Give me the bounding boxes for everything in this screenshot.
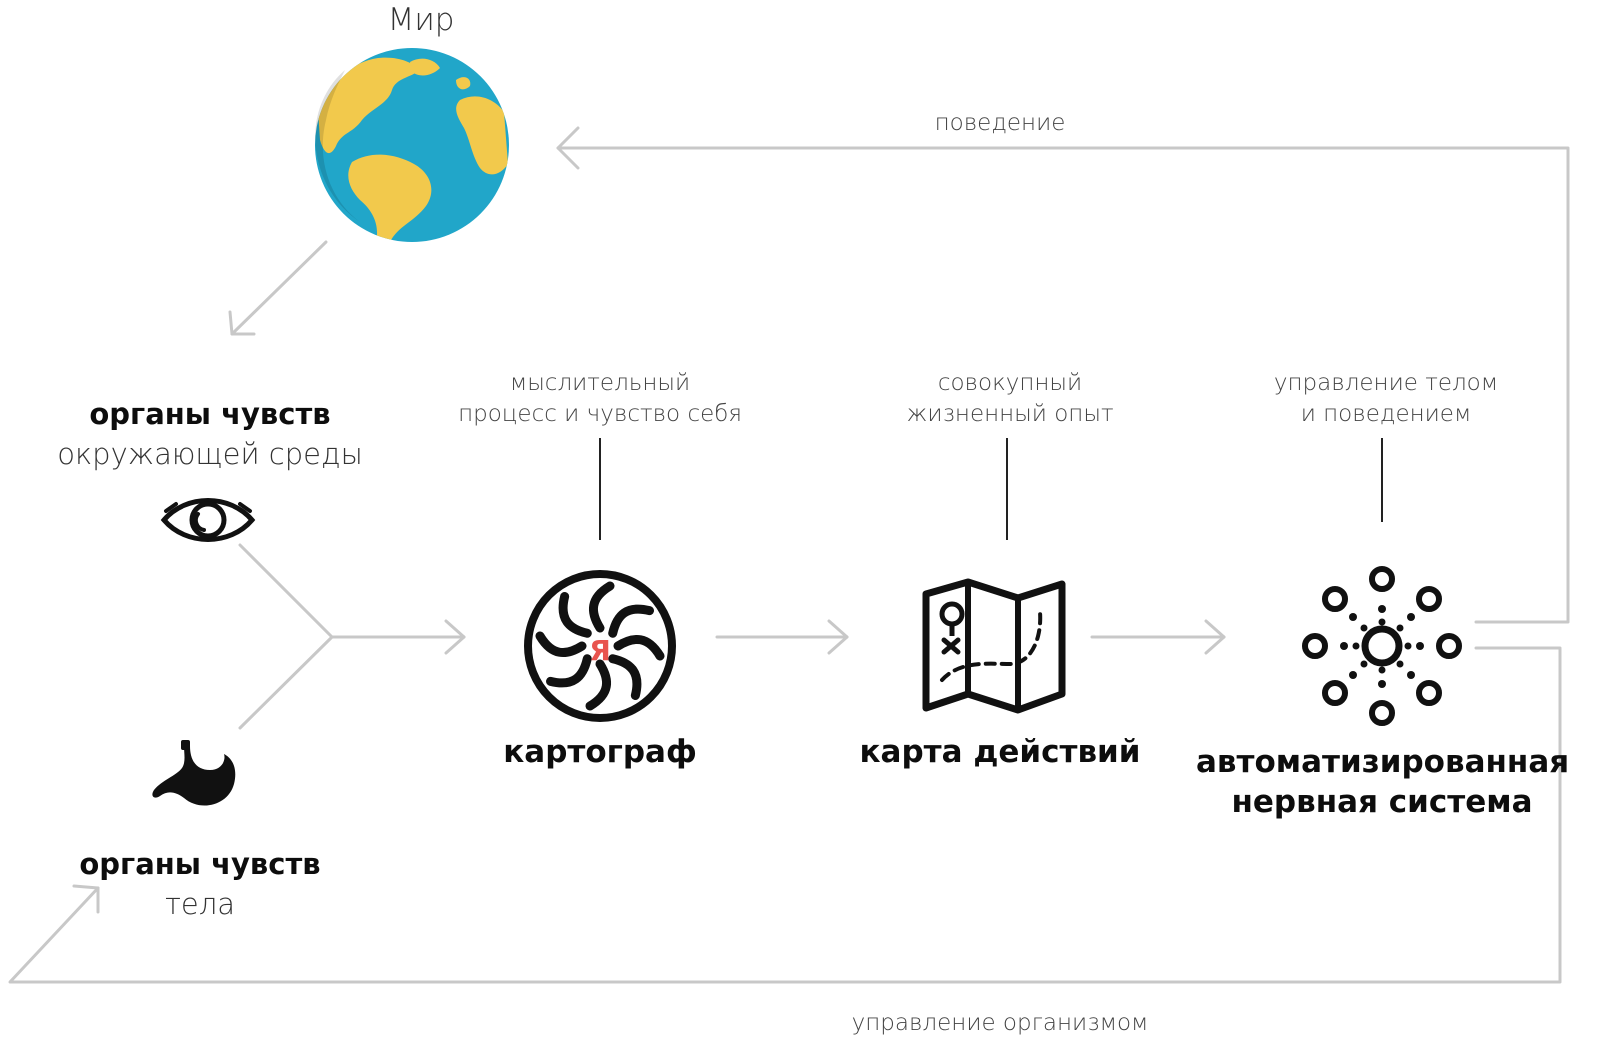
organism-label: управление организмом xyxy=(851,1010,1149,1036)
world-arrowhead xyxy=(228,310,256,336)
globe-icon xyxy=(315,48,509,242)
map-arrowhead xyxy=(827,619,849,655)
action-map-note-line1: совокупный xyxy=(937,370,1083,396)
organism-arrowhead xyxy=(72,884,100,914)
ans-name-line2: нервная система xyxy=(1231,784,1533,820)
action-map-note-line2: жизненный опыт xyxy=(906,401,1114,427)
ans-note-line2: и поведением xyxy=(1300,401,1472,427)
self-badge: Я xyxy=(589,634,611,667)
ans-name-line1: автоматизированная xyxy=(1196,744,1570,780)
stomach-icon xyxy=(152,740,236,806)
action-map-name: карта действий xyxy=(859,734,1141,770)
body-senses-title: органы чувств xyxy=(79,847,321,881)
behavior-label: поведение xyxy=(934,110,1066,136)
eye-icon xyxy=(160,498,256,542)
network-icon xyxy=(1302,566,1462,726)
vortex-icon: Я xyxy=(524,570,676,722)
mapmaker-name: картограф xyxy=(503,734,697,770)
behavior-loop-line xyxy=(556,146,1570,624)
body-senses-subtitle: тела xyxy=(164,887,236,921)
mapmaker-arrowhead xyxy=(444,619,466,655)
world-to-senses-arrow xyxy=(230,240,328,336)
mapmaker-note-line2: процесс и чувство себя xyxy=(458,401,742,427)
env-senses-title: органы чувств xyxy=(89,397,331,431)
organism-loop-line xyxy=(8,646,1562,984)
world-label: Мир xyxy=(387,2,455,38)
behavior-arrowhead xyxy=(556,126,580,170)
env-senses-subtitle: окружающей среды xyxy=(57,437,363,471)
senses-merge-line xyxy=(238,543,334,730)
folded-map-icon xyxy=(922,578,1066,714)
ans-note-line1: управление телом xyxy=(1273,370,1499,396)
ans-arrowhead xyxy=(1204,619,1226,655)
mapmaker-note-line1: мыслительный xyxy=(509,370,691,396)
